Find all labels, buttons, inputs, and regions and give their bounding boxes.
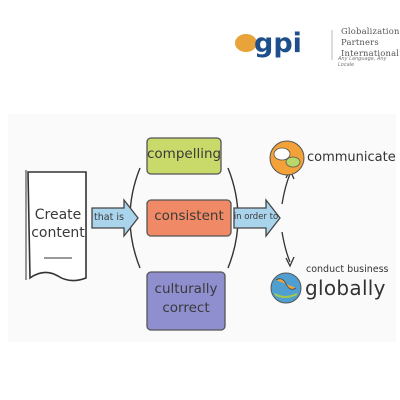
quality-culturally: culturally	[154, 281, 218, 297]
gpi-logo: gpi	[232, 24, 396, 70]
quality-correct: correct	[162, 300, 210, 316]
content-diagram: Create content that is compelling consis…	[0, 108, 400, 348]
gpi-logo-text: gpi	[254, 28, 302, 59]
arrow-that-is	[91, 198, 139, 238]
branch-down	[281, 231, 291, 263]
quality-compelling: compelling	[147, 146, 222, 162]
outcome-conduct-business: conduct business	[306, 264, 389, 275]
box-culturally-correct	[146, 271, 226, 331]
logo-line-2: Partners	[341, 37, 379, 47]
connector-in-order-to: in order to	[233, 212, 279, 222]
document-shape	[27, 171, 87, 282]
start-label: Create content	[30, 206, 86, 242]
arrow-in-order-to	[233, 198, 281, 238]
quality-consistent: consistent	[154, 208, 224, 224]
outcome-communicate: communicate	[307, 150, 396, 165]
gpi-logo-mark: gpi	[235, 28, 333, 60]
box-compelling	[146, 137, 222, 175]
globe-handshake-icon	[270, 272, 302, 304]
logo-line-3: International	[341, 48, 400, 58]
box-consistent	[146, 199, 232, 237]
logo-line-1: Globalization	[341, 26, 400, 36]
speech-bubbles-icon	[269, 140, 305, 176]
branch-up	[281, 173, 291, 205]
outcome-globally: globally	[305, 276, 386, 300]
start-label-line1: Create	[34, 207, 82, 223]
logo-tagline: Any Language, Any Locale	[338, 56, 387, 68]
quality-culturally-correct: culturally correct	[147, 280, 225, 318]
diagram-graphics	[8, 114, 396, 342]
start-label-line2: content	[31, 225, 85, 241]
connector-that-is: that is	[94, 212, 124, 223]
